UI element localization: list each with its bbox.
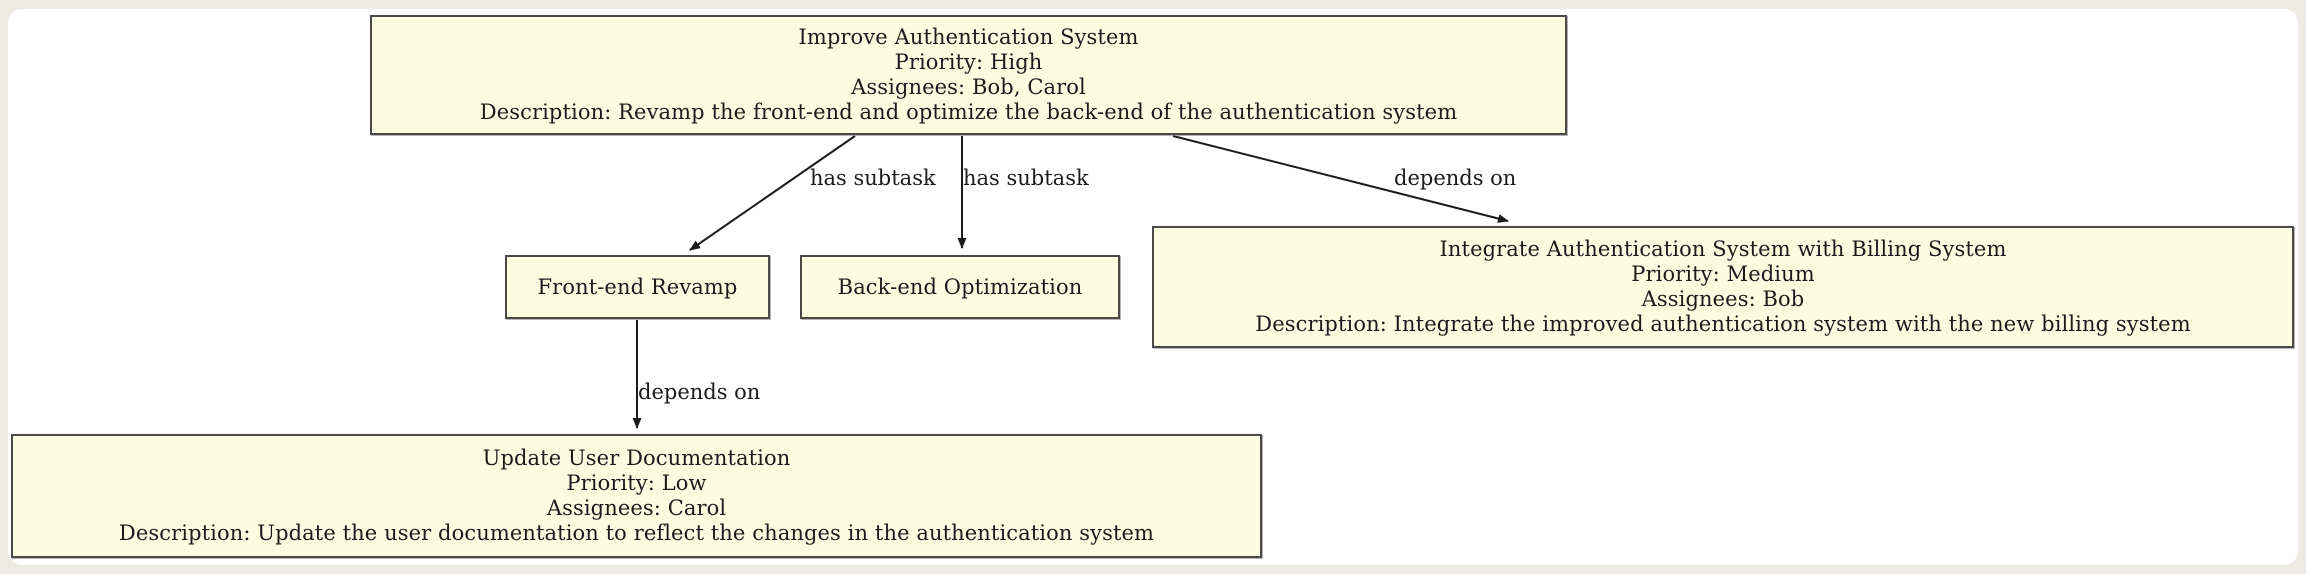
- node-title: Improve Authentication System: [798, 25, 1139, 49]
- node-title: Update User Documentation: [482, 446, 791, 470]
- edge-label-has-subtask-1: has subtask: [810, 166, 936, 190]
- node-priority: Priority: Medium: [1631, 262, 1815, 286]
- edge-label-has-subtask-2: has subtask: [963, 166, 1089, 190]
- node-update-user-documentation[interactable]: Update User Documentation Priority: Low …: [11, 434, 1262, 558]
- edge-label-depends-on-2: depends on: [638, 380, 761, 404]
- node-improve-authentication-system[interactable]: Improve Authentication System Priority: …: [370, 15, 1567, 135]
- node-assignees: Assignees: Bob: [1641, 287, 1805, 311]
- node-front-end-revamp[interactable]: Front-end Revamp: [505, 255, 770, 319]
- node-priority: Priority: High: [894, 50, 1043, 74]
- node-description: Description: Integrate the improved auth…: [1255, 312, 2191, 336]
- node-description: Description: Revamp the front-end and op…: [479, 100, 1458, 124]
- node-assignees: Assignees: Carol: [546, 496, 727, 520]
- node-assignees: Assignees: Bob, Carol: [851, 75, 1086, 99]
- node-description: Description: Update the user documentati…: [118, 521, 1155, 545]
- node-back-end-optimization[interactable]: Back-end Optimization: [800, 255, 1120, 319]
- node-title: Integrate Authentication System with Bil…: [1439, 237, 2007, 261]
- node-priority: Priority: Low: [566, 471, 707, 495]
- node-integrate-authentication-system-with-billing-system[interactable]: Integrate Authentication System with Bil…: [1152, 226, 2294, 348]
- node-title: Back-end Optimization: [837, 274, 1083, 299]
- node-title: Front-end Revamp: [537, 274, 738, 299]
- edge-label-depends-on-1: depends on: [1394, 166, 1517, 190]
